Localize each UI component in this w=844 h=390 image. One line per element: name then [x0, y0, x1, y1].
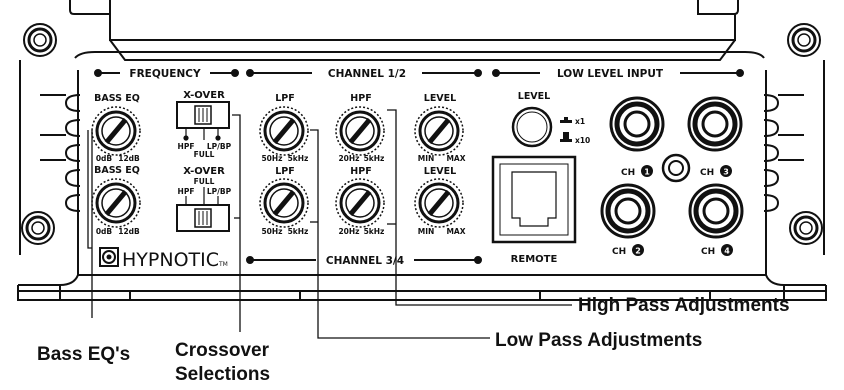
lpf-max-label: 5kHz	[288, 154, 309, 163]
high-pass-callout: High Pass Adjustments	[578, 295, 790, 316]
gain-level-label: LEVEL	[518, 91, 550, 102]
gain-x10-label: x10	[575, 136, 590, 145]
level-knob-ch34[interactable]	[413, 177, 465, 229]
lpf-label: LPF	[275, 93, 295, 104]
gain-x1-label: x1	[575, 117, 585, 126]
mounting-screw-icon	[786, 22, 822, 58]
callout-leader-lines	[87, 109, 572, 339]
low-level-input-section-label: LOW LEVEL INPUT	[557, 68, 664, 80]
right-heatsink-fins	[763, 94, 804, 212]
svg-text:CH: CH	[700, 168, 714, 178]
svg-text:HYPNOTIC: HYPNOTIC	[122, 249, 219, 271]
remote-port[interactable]	[491, 155, 577, 244]
channel-12-section-label: CHANNEL 1/2	[328, 68, 406, 80]
ground-jack[interactable]	[661, 153, 691, 183]
bass-eq-max-label: 12dB	[118, 227, 140, 236]
svg-text:4: 4	[724, 247, 730, 256]
xover-switch-ch12[interactable]	[176, 101, 230, 129]
channel-34-section-label: CHANNEL 3/4	[326, 255, 404, 267]
bass-eq-label: BASS EQ	[94, 93, 140, 104]
left-heatsink-fins	[40, 94, 81, 212]
rca-input-ch3[interactable]	[689, 98, 741, 150]
channel-label-ch1: CH 1	[621, 165, 653, 178]
bass-eq-min-label: 0dB	[96, 154, 113, 163]
xover-hpf-label: HPF	[178, 142, 195, 151]
lpf-min-label: 50Hz	[261, 227, 282, 236]
hpf-knob-ch12[interactable]	[334, 105, 386, 157]
xover-full-label: FULL	[194, 177, 215, 186]
level-knob-ch12[interactable]	[413, 105, 465, 157]
xover-label: X-OVER	[183, 166, 225, 177]
svg-text:CH: CH	[621, 168, 635, 178]
frequency-section-label: FREQUENCY	[129, 68, 201, 80]
svg-text:TM: TM	[218, 261, 228, 268]
bass-eq-knob-ch12[interactable]	[90, 105, 142, 157]
lpf-min-label: 50Hz	[261, 154, 282, 163]
mounting-screw-icon	[788, 210, 824, 246]
rca-input-ch1[interactable]	[611, 98, 663, 150]
xover-switch-ch34[interactable]	[176, 204, 230, 232]
svg-text:1: 1	[644, 168, 650, 177]
bass-eq-max-label: 12dB	[118, 154, 140, 163]
hpf-max-label: 5kHz	[364, 154, 385, 163]
lpf-knob-ch34[interactable]	[258, 177, 310, 229]
level-min-label: MIN	[418, 227, 435, 236]
rca-input-ch4[interactable]	[690, 185, 742, 237]
channel-label-ch3: CH 3	[700, 165, 732, 178]
channel-label-ch4: CH 4	[701, 244, 733, 257]
hpf-label: HPF	[350, 166, 371, 177]
lpf-label: LPF	[275, 166, 295, 177]
chassis	[17, 0, 827, 301]
rca-input-ch2[interactable]	[602, 185, 654, 237]
hpf-min-label: 20Hz	[338, 154, 359, 163]
mounting-screw-icon	[20, 210, 56, 246]
lpf-max-label: 5kHz	[288, 227, 309, 236]
svg-text:CH: CH	[701, 247, 715, 257]
bass-eq-callout: Bass EQ's	[37, 344, 130, 365]
level-min-label: MIN	[418, 154, 435, 163]
lpf-knob-ch12[interactable]	[258, 105, 310, 157]
crossover-callout-line2: Selections	[175, 364, 270, 385]
remote-label: REMOTE	[511, 254, 558, 265]
hpf-max-label: 5kHz	[364, 227, 385, 236]
gain-x10-icon	[560, 132, 572, 142]
xover-label: X-OVER	[183, 90, 225, 101]
xover-lpbp-label: LP/BP	[207, 142, 232, 151]
hpf-knob-ch34[interactable]	[334, 177, 386, 229]
xover-hpf-label: HPF	[178, 187, 195, 196]
channel-label-ch2: CH 2	[612, 244, 644, 257]
level-knob-label: LEVEL	[424, 166, 456, 177]
hypnotic-logo: HYPNOTIC TM	[99, 247, 228, 271]
svg-text:2: 2	[635, 247, 641, 256]
bass-eq-min-label: 0dB	[96, 227, 113, 236]
level-knob-label: LEVEL	[424, 93, 456, 104]
svg-text:CH: CH	[612, 247, 626, 257]
level-max-label: MAX	[446, 154, 465, 163]
crossover-callout-line1: Crossover	[175, 340, 270, 361]
low-pass-callout: Low Pass Adjustments	[495, 330, 702, 351]
gain-level-button[interactable]	[511, 106, 553, 148]
bass-eq-knob-ch34[interactable]	[90, 177, 142, 229]
gain-x1-icon	[560, 117, 572, 123]
hpf-label: HPF	[350, 93, 371, 104]
level-max-label: MAX	[446, 227, 465, 236]
xover-lpbp-label: LP/BP	[207, 187, 232, 196]
mounting-screw-icon	[22, 22, 58, 58]
hpf-min-label: 20Hz	[338, 227, 359, 236]
svg-text:3: 3	[723, 168, 729, 177]
bass-eq-label: BASS EQ	[94, 165, 140, 176]
xover-full-label: FULL	[194, 150, 215, 159]
